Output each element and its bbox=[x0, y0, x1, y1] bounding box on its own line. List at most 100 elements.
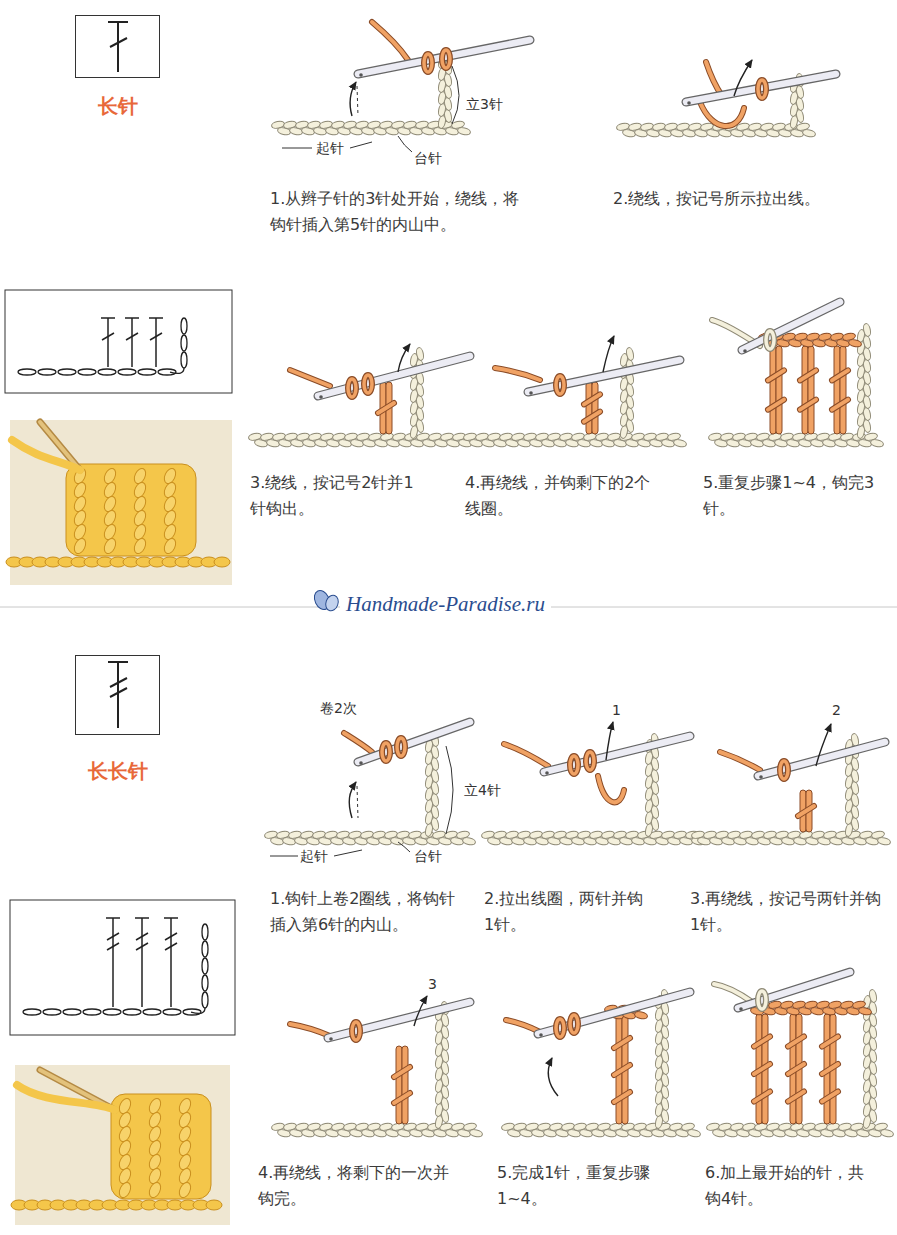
yarn-loop bbox=[348, 379, 356, 397]
stitch-wrap bbox=[822, 1092, 838, 1102]
stitch-post bbox=[396, 1046, 402, 1124]
hook-tip bbox=[329, 1037, 333, 1041]
crochet-hook bbox=[742, 302, 840, 350]
stitch-wrap bbox=[754, 1037, 770, 1047]
yarn bbox=[495, 368, 540, 380]
stitch-post bbox=[402, 1046, 408, 1124]
chain-symbol bbox=[18, 369, 36, 375]
yarn-loop bbox=[758, 80, 766, 98]
stitch-symbol bbox=[165, 933, 177, 940]
yarn bbox=[706, 62, 722, 96]
chain-symbol bbox=[58, 369, 76, 375]
stitch-wrap bbox=[800, 370, 816, 380]
part-label: 台针 bbox=[412, 150, 444, 167]
stitch-post bbox=[586, 382, 592, 434]
bracket bbox=[446, 746, 453, 834]
yarn-loop bbox=[382, 743, 390, 761]
stitch-wrap bbox=[614, 1038, 630, 1048]
stitch-symbol bbox=[107, 318, 109, 367]
yarn-loop bbox=[570, 1015, 578, 1033]
direction-arrow bbox=[350, 82, 356, 116]
yarn-loop bbox=[556, 1019, 564, 1037]
callout-number: 1 bbox=[610, 702, 623, 719]
stitch-symbol bbox=[149, 317, 163, 319]
yarn bbox=[706, 62, 722, 96]
chain-link bbox=[858, 1007, 872, 1016]
stitch-wrap bbox=[768, 400, 784, 410]
chain-symbol bbox=[38, 369, 56, 375]
hook-tip bbox=[539, 1033, 543, 1037]
stitch-symbol bbox=[126, 333, 138, 340]
crochet-hook bbox=[544, 736, 690, 772]
stitch-wrap bbox=[832, 400, 848, 410]
stitch-symbol bbox=[106, 917, 120, 919]
yarn-loop bbox=[758, 80, 766, 98]
yarn bbox=[720, 752, 760, 770]
yarn-loop bbox=[424, 54, 432, 72]
yarn bbox=[720, 752, 760, 770]
stitch-wrap bbox=[584, 412, 600, 422]
symbol-box: 长长针 bbox=[75, 655, 160, 735]
crochet-hook bbox=[686, 74, 836, 102]
photo-chain bbox=[214, 557, 230, 567]
photo-chain bbox=[206, 1200, 222, 1210]
yarn-loop bbox=[766, 331, 774, 349]
stitch-wrap bbox=[754, 1092, 770, 1102]
hook-tip bbox=[759, 775, 763, 779]
leader-line bbox=[334, 850, 362, 856]
illustrations bbox=[0, 22, 897, 1225]
yarn-loop bbox=[397, 738, 405, 756]
step-caption: 3.再绕线，按记号两针并钩1针。 bbox=[690, 886, 882, 938]
yarn-loop bbox=[442, 50, 450, 68]
chain-symbol bbox=[23, 1009, 41, 1015]
stitch-wrap bbox=[832, 400, 848, 410]
yarn-loop bbox=[780, 761, 788, 779]
crochet-hook bbox=[738, 972, 850, 1008]
chain-link bbox=[634, 1011, 648, 1020]
chain-link bbox=[462, 837, 476, 846]
part-label: 立4针 bbox=[462, 782, 503, 799]
chain-link bbox=[673, 439, 687, 448]
stitch-wrap bbox=[800, 400, 816, 410]
yarn-loop bbox=[364, 375, 372, 393]
hook-tip bbox=[739, 1007, 743, 1011]
photo-yarn bbox=[12, 440, 80, 470]
stitch-post bbox=[770, 346, 776, 434]
yarn bbox=[372, 22, 408, 60]
stitch-symbol bbox=[131, 318, 133, 367]
stitch-wrap bbox=[614, 1038, 630, 1048]
stitch-symbol bbox=[164, 917, 178, 919]
photo-stitch bbox=[132, 537, 148, 556]
direction-arrow bbox=[349, 782, 356, 818]
stitch-wrap bbox=[832, 370, 848, 380]
crochet-hook bbox=[318, 356, 470, 396]
chain-link bbox=[880, 1129, 894, 1138]
yarn bbox=[504, 744, 548, 766]
part-label: 卷2次 bbox=[318, 700, 359, 717]
stitch-wrap bbox=[822, 1037, 838, 1047]
yarn-loop bbox=[586, 752, 594, 770]
stitch-wrap bbox=[768, 400, 784, 410]
chart-box bbox=[5, 290, 232, 393]
yarn-loop bbox=[570, 1015, 578, 1033]
stitch-symbol bbox=[102, 333, 114, 340]
crochet-hook bbox=[686, 74, 836, 102]
crochet-hook bbox=[538, 992, 690, 1034]
yarn-loop bbox=[556, 376, 564, 394]
yarn bbox=[598, 776, 624, 802]
direction-arrow bbox=[398, 344, 410, 372]
chain-symbol bbox=[202, 924, 208, 940]
yarn bbox=[714, 984, 752, 1002]
yarn bbox=[700, 102, 744, 126]
step-caption: 5.完成1针，重复步骤1~4。 bbox=[497, 1160, 651, 1212]
chain-link bbox=[457, 127, 471, 136]
stitch-symbol bbox=[125, 317, 139, 319]
step-caption: 1.从辫子针的3针处开始，绕线，将钩针插入第5针的内山中。 bbox=[270, 186, 534, 238]
stitch-wrap bbox=[822, 1064, 838, 1074]
stitch-wrap bbox=[584, 394, 600, 404]
chain-symbol bbox=[98, 369, 116, 375]
chain-symbol bbox=[103, 1009, 121, 1015]
